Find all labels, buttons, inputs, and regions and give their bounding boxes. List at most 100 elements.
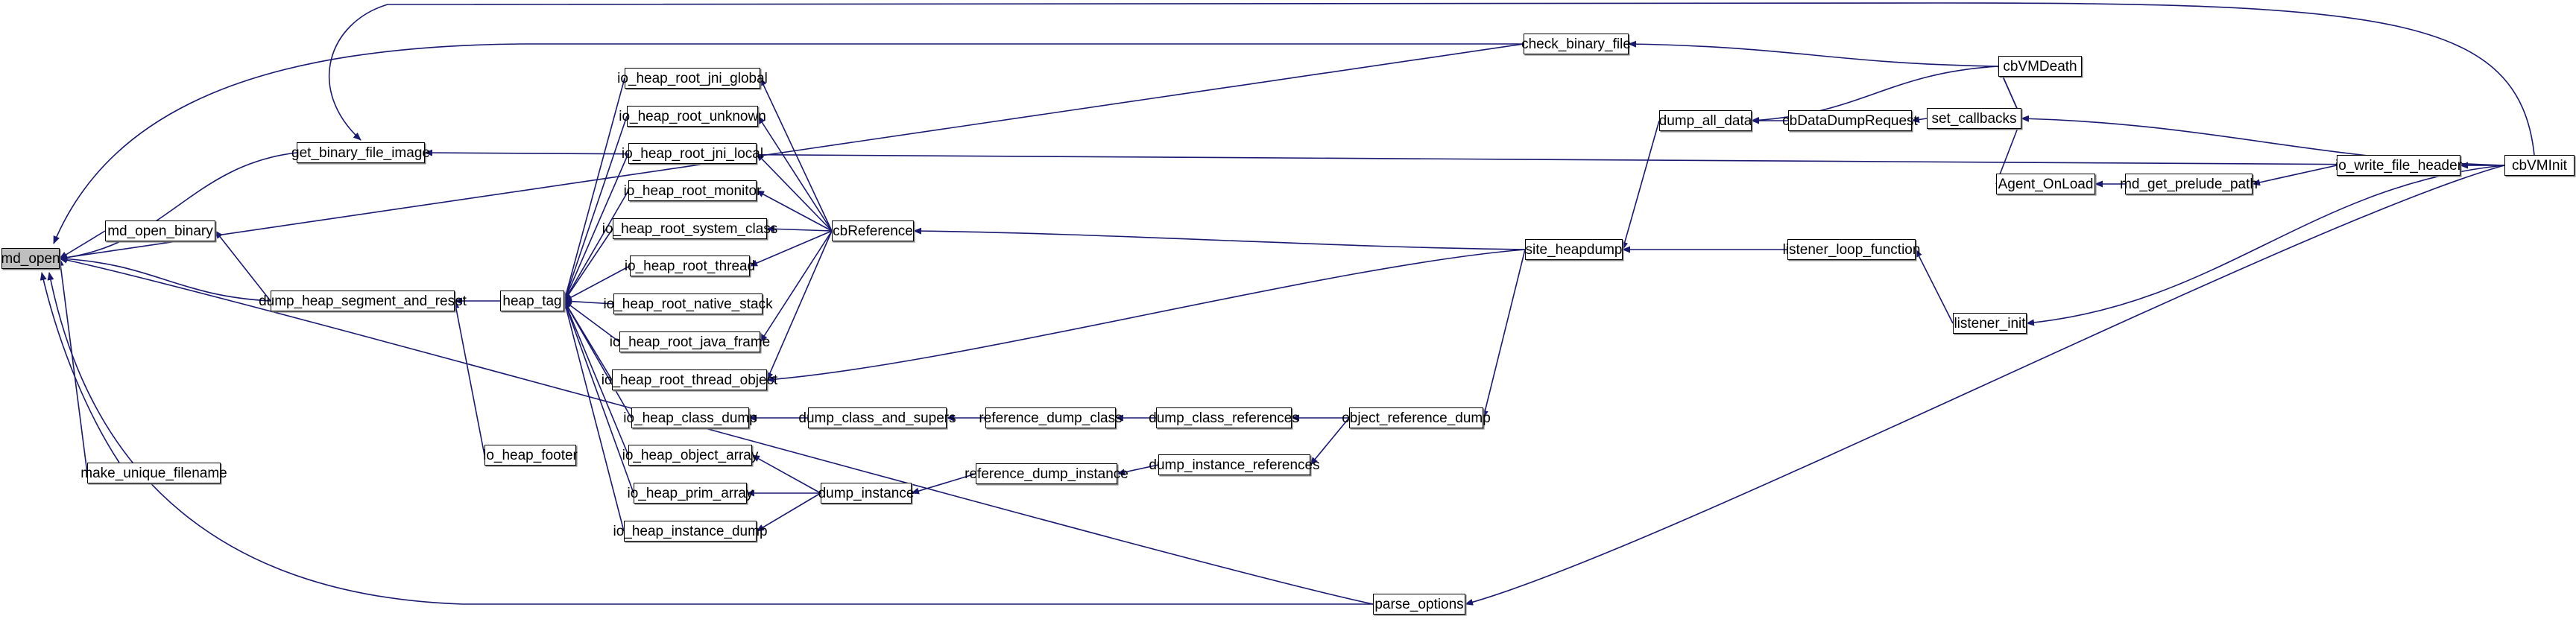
node-label: dump_class_references <box>1149 410 1299 426</box>
edge-Agent_OnLoad-to-set_callbacks <box>1995 118 2022 185</box>
node-label: reference_dump_class <box>979 410 1123 426</box>
node-dump_all_data[interactable]: dump_all_data <box>1659 110 1752 131</box>
node-make_unique_filename[interactable]: make_unique_filename <box>80 463 227 483</box>
node-label: io_heap_root_thread_object <box>601 372 778 388</box>
node-label: dump_all_data <box>1658 112 1752 129</box>
node-io_heap_root_jni_global[interactable]: io_heap_root_jni_global <box>617 68 768 89</box>
node-object_reference_dump[interactable]: object_reference_dump <box>1342 407 1491 428</box>
node-label: listener_init <box>1954 315 2026 331</box>
node-cbVMInit[interactable]: cbVMInit <box>2504 155 2575 176</box>
node-io_heap_prim_array[interactable]: io_heap_prim_array <box>628 483 754 504</box>
node-cbDataDumpRequest[interactable]: cbDataDumpRequest <box>1782 110 1918 131</box>
node-parse_options[interactable]: parse_options <box>1373 594 1465 615</box>
node-label: io_heap_root_native_stack <box>603 296 773 312</box>
edge-cbVMDeath-to-check_binary_file <box>1628 40 1999 67</box>
node-label: io_write_file_header <box>2334 157 2463 174</box>
edge-listener_init-to-listener_loop_function <box>1915 249 1954 324</box>
edge-dump_heap_segment_and_reset-to-md_open_binary <box>215 230 271 302</box>
edge-cbReference-to-io_heap_root_monitor <box>756 190 833 232</box>
node-label: io_heap_prim_array <box>627 485 754 501</box>
edge-object_reference_dump-to-dump_instance_references <box>1310 417 1350 466</box>
node-dump_class_and_supers[interactable]: dump_class_and_supers <box>798 407 956 428</box>
node-io_heap_footer[interactable]: io_heap_footer <box>483 445 578 466</box>
edge-cbReference-to-io_heap_root_unknown <box>757 115 833 232</box>
edge-cbVMInit-to-listener_init <box>2026 165 2505 326</box>
node-label: set_callbacks <box>1931 110 2017 127</box>
edge-make-unique-filename-to-md-open-arc <box>40 272 120 463</box>
node-md_open[interactable]: md_open <box>1 248 60 269</box>
edge-io_heap_root_unknown-to-heap_tag <box>563 115 628 302</box>
edge-io_heap_instance_dump-to-heap_tag <box>563 300 625 532</box>
node-label: Agent_OnLoad <box>1998 176 2094 192</box>
edge-io_heap_root_system_class-to-heap_tag <box>564 228 613 302</box>
node-label: heap_tag <box>502 293 562 309</box>
edge-cbReference-to-io_heap_root_system_class <box>766 225 833 232</box>
node-io_heap_instance_dump[interactable]: io_heap_instance_dump <box>613 521 768 542</box>
node-io_heap_root_unknown[interactable]: io_heap_root_unknown <box>619 106 766 127</box>
edge-io_heap_root_monitor-to-heap_tag <box>564 190 629 302</box>
node-md_open_binary[interactable]: md_open_binary <box>105 220 215 241</box>
node-io_write_file_header[interactable]: io_write_file_header <box>2334 155 2463 176</box>
node-label: io_heap_footer <box>483 447 578 463</box>
node-site_heapdump[interactable]: site_heapdump <box>1525 239 1623 260</box>
edge-cbVMInit-to-get_binary_file_image <box>424 149 2505 166</box>
node-listener_init[interactable]: listener_init <box>1953 313 2027 334</box>
node-dump_class_references[interactable]: dump_class_references <box>1149 407 1299 428</box>
node-io_heap_object_array[interactable]: io_heap_object_array <box>622 445 758 466</box>
edge-cbReference-to-io_heap_root_jni_global <box>760 77 833 232</box>
edge-cbReference-to-io_heap_root_java_frame <box>760 230 833 343</box>
edge-parse_options-to-md_open <box>59 256 1374 605</box>
node-dump_heap_segment_and_reset[interactable]: dump_heap_segment_and_reset <box>259 291 467 311</box>
edge-io_heap_footer-to-dump_heap_segment_and_reset <box>452 300 485 456</box>
edge-cbReference-to-io_heap_root_jni_local <box>756 153 833 232</box>
edge-dump_heap_segment_and_reset-to-md_open <box>59 256 271 302</box>
node-label: cbDataDumpRequest <box>1782 112 1918 129</box>
edge-cbVMInit-to-parse_options <box>1465 165 2505 606</box>
node-label: dump_instance_references <box>1149 457 1320 473</box>
node-io_heap_root_native_stack[interactable]: io_heap_root_native_stack <box>603 293 773 314</box>
node-dump_instance_references[interactable]: dump_instance_references <box>1149 454 1320 475</box>
node-reference_dump_class[interactable]: reference_dump_class <box>979 407 1123 428</box>
node-dump_instance[interactable]: dump_instance <box>818 483 914 504</box>
node-label: cbReference <box>833 223 913 239</box>
node-label: cbVMDeath <box>2003 58 2077 74</box>
node-md_get_prelude_path[interactable]: md_get_prelude_path <box>2120 174 2258 194</box>
node-cbVMDeath[interactable]: cbVMDeath <box>1998 56 2082 77</box>
node-get_binary_file_image[interactable]: get_binary_file_image <box>291 142 430 163</box>
edge-io_heap_root_jni_local-to-heap_tag <box>564 153 629 302</box>
edge-io_heap_root_java_frame-to-heap_tag <box>564 300 620 343</box>
edge-io_heap_object_array-to-heap_tag <box>564 300 629 456</box>
node-label: check_binary_file <box>1521 36 1631 52</box>
edge-get_binary_file_image-to-md_open <box>59 152 297 261</box>
node-io_heap_root_jni_local[interactable]: io_heap_root_jni_local <box>622 143 763 164</box>
node-label: io_heap_root_jni_global <box>617 70 768 86</box>
node-label: io_heap_root_unknown <box>619 108 766 124</box>
node-Agent_OnLoad[interactable]: Agent_OnLoad <box>1996 174 2095 194</box>
node-label: site_heapdump <box>1525 241 1623 258</box>
node-io_heap_root_java_frame[interactable]: io_heap_root_java_frame <box>610 331 770 352</box>
node-io_heap_root_thread[interactable]: io_heap_root_thread <box>625 256 755 276</box>
edge-dump_instance-to-io_heap_instance_dump <box>756 492 821 532</box>
node-label: object_reference_dump <box>1342 410 1491 426</box>
node-label: make_unique_filename <box>80 465 227 481</box>
node-io_heap_root_system_class[interactable]: io_heap_root_system_class <box>602 218 777 239</box>
node-set_callbacks[interactable]: set_callbacks <box>1927 108 2021 129</box>
node-reference_dump_instance[interactable]: reference_dump_instance <box>965 463 1128 484</box>
node-io_heap_root_thread_object[interactable]: io_heap_root_thread_object <box>602 369 777 390</box>
node-label: io_heap_root_java_frame <box>609 334 771 350</box>
node-cbReference[interactable]: cbReference <box>832 220 914 241</box>
edge-check_binary_file-to-md_open <box>59 43 1524 261</box>
edge-set_callbacks-to-cbDataDumpRequest <box>1911 116 1928 123</box>
node-heap_tag[interactable]: heap_tag <box>500 291 564 311</box>
edge-dump_all_data-to-site_heapdump <box>1621 120 1660 250</box>
node-label: md_open_binary <box>107 223 213 239</box>
node-io_heap_root_monitor[interactable]: io_heap_root_monitor <box>624 180 761 201</box>
node-label: io_heap_class_dump <box>623 410 757 426</box>
node-io_heap_class_dump[interactable]: io_heap_class_dump <box>623 407 757 428</box>
node-listener_loop_function[interactable]: listener_loop_function <box>1783 239 1920 260</box>
node-label: get_binary_file_image <box>291 145 430 161</box>
node-check_binary_file[interactable]: check_binary_file <box>1521 34 1631 54</box>
node-label: io_heap_root_jni_local <box>621 145 764 162</box>
